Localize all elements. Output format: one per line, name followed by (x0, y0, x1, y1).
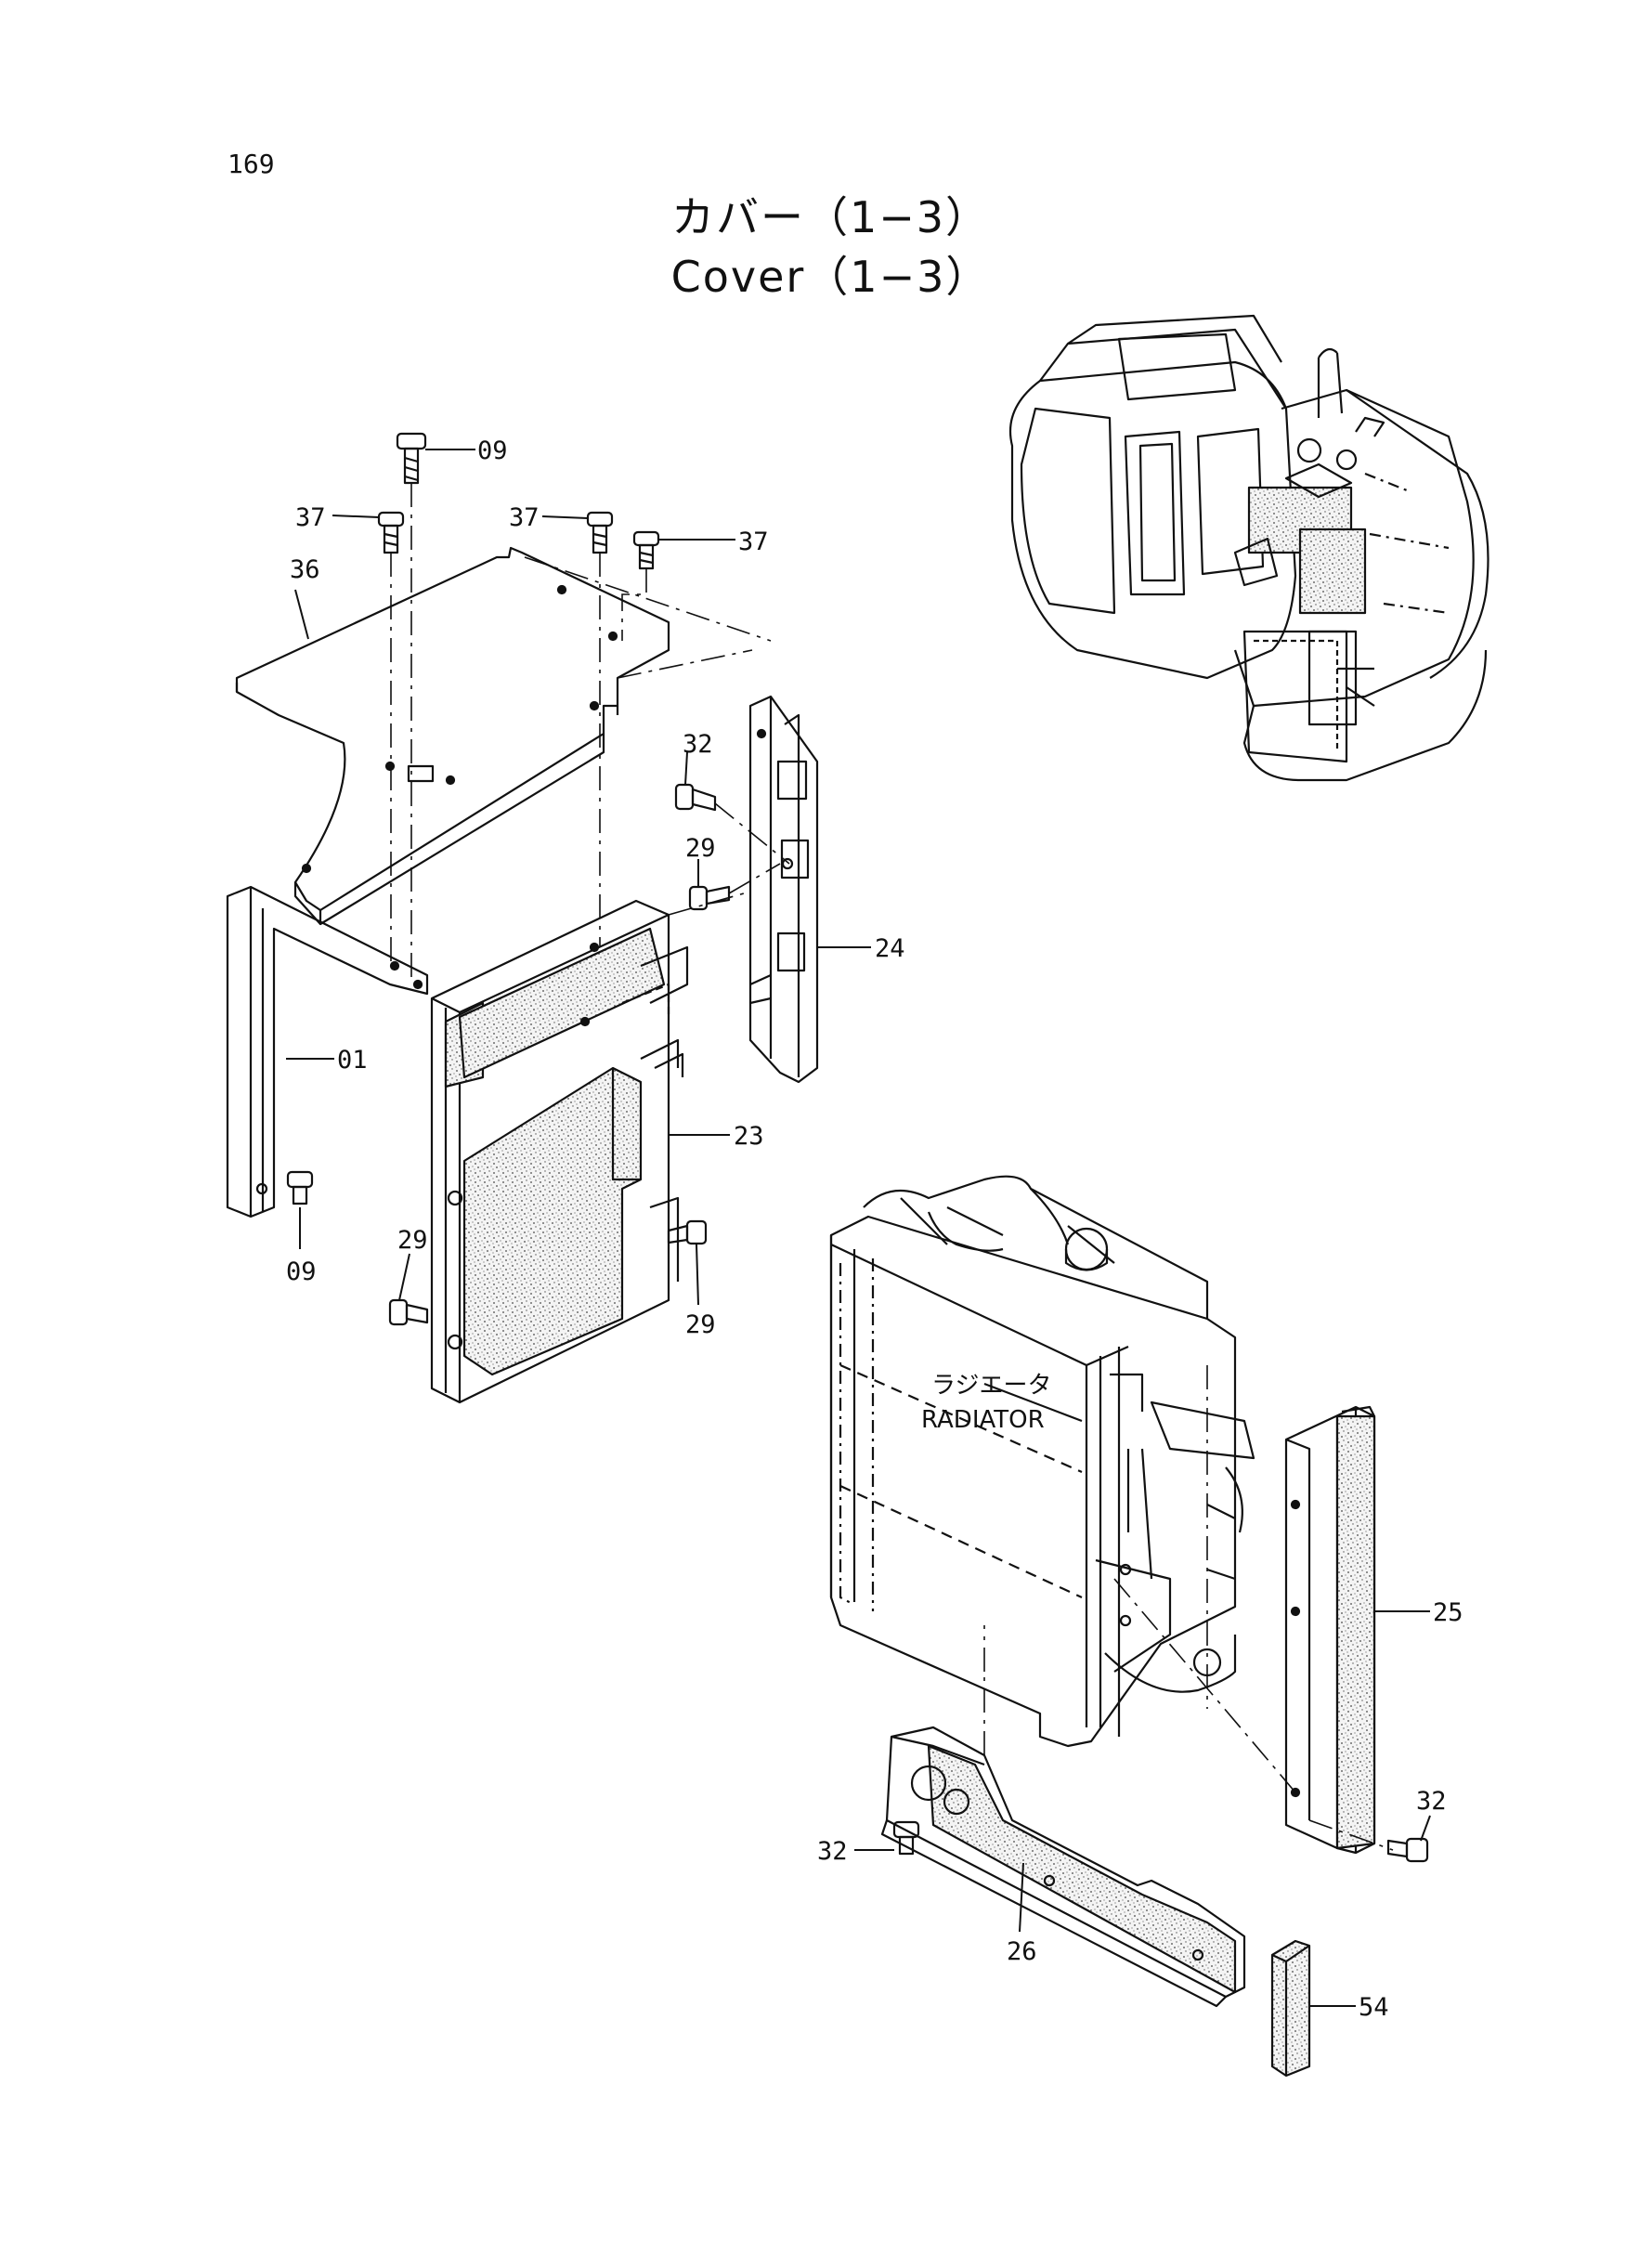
bolt-29-left (388, 1298, 429, 1326)
bolt-37-left (377, 511, 405, 554)
bolt-37-mid (586, 511, 614, 554)
radiator-label-english: RADIATOR (921, 1406, 1045, 1434)
part-54-foam-block (1270, 1939, 1311, 2078)
bolt-32-upper (674, 783, 717, 812)
bolt-29-right (667, 1219, 708, 1245)
callout-01: 01 (337, 1046, 368, 1075)
callout-09-bottom: 09 (286, 1257, 317, 1286)
bolt-29-upper (688, 885, 731, 911)
leader-lines (286, 449, 1431, 2007)
callout-32-bottom: 32 (817, 1837, 848, 1866)
callout-23: 23 (734, 1122, 764, 1151)
page-number: 169 (228, 149, 275, 179)
callout-37-mid: 37 (509, 503, 540, 532)
radiator-label-japanese: ラジエータ (931, 1372, 1051, 1400)
callout-29-right: 29 (685, 1310, 716, 1339)
callout-37-left: 37 (295, 503, 326, 532)
callout-24: 24 (875, 934, 905, 963)
bolt-09-bottom (286, 1170, 314, 1205)
callout-26: 26 (1007, 1937, 1037, 1966)
callout-25: 25 (1433, 1598, 1463, 1627)
excavator-overview-illustration (1008, 314, 1489, 782)
callout-36: 36 (290, 555, 320, 584)
part-26-bottom-seal-bar (880, 1726, 1246, 2008)
callout-37-right: 37 (738, 528, 769, 556)
installation-center-lines (390, 483, 1394, 1851)
part-25-vertical-seal (1284, 1405, 1376, 1855)
title-japanese: カバー（1−3） (670, 192, 991, 242)
callout-29-left: 29 (397, 1226, 428, 1255)
bolt-37-right (632, 530, 660, 570)
callout-labels: 09 37 37 37 36 32 29 24 01 23 09 29 29 2… (286, 436, 1463, 2022)
radiator-assembly (829, 1175, 1255, 1748)
bolt-32-bottom (892, 1820, 920, 1856)
bolt-32-right (1386, 1837, 1429, 1863)
callout-32-right: 32 (1416, 1787, 1447, 1816)
callout-54: 54 (1359, 1993, 1389, 2022)
title-english: Cover（1−3） (670, 252, 991, 302)
part-01-side-bracket (226, 885, 429, 1218)
part-24-vertical-bracket (748, 695, 819, 1084)
callout-32-upper: 32 (683, 730, 713, 759)
part-36-top-cover-plate (235, 546, 670, 926)
bolt-09-top (396, 432, 427, 485)
part-23-main-cover-panel (430, 899, 689, 1404)
callout-09-top: 09 (477, 436, 508, 465)
callout-29-upper: 29 (685, 834, 716, 863)
